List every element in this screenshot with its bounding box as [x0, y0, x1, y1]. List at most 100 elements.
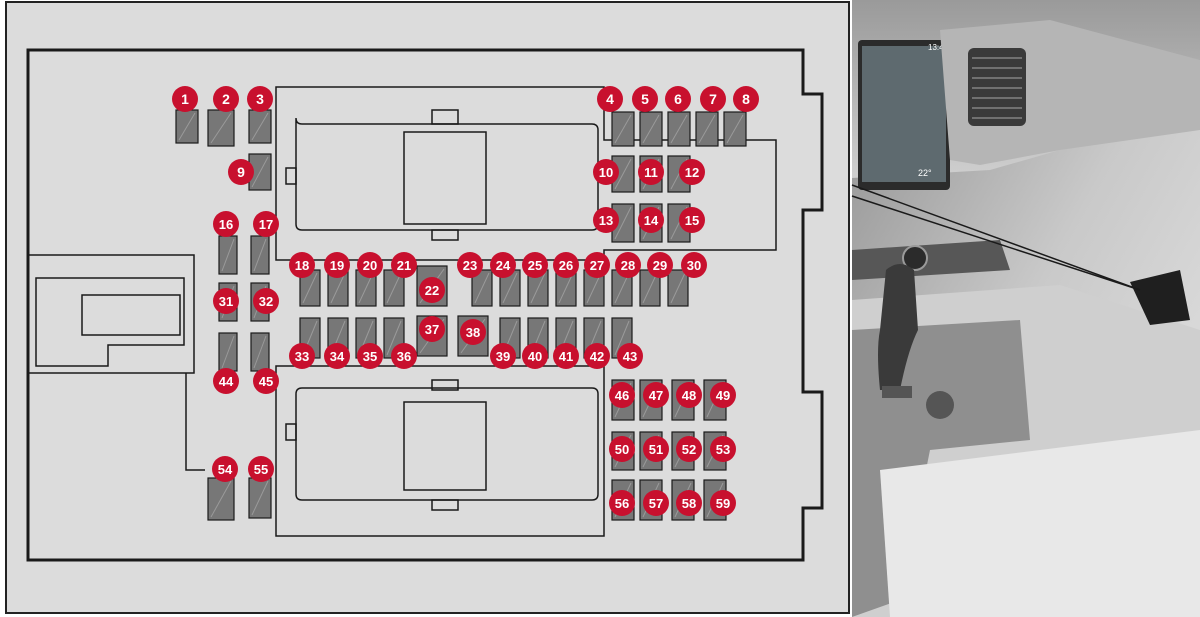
fuse-badge-circle — [593, 207, 619, 233]
fuse-badge-2: 2 — [213, 86, 239, 112]
fuse-number-label: 7 — [709, 91, 717, 107]
fuse-badge-13: 13 — [593, 207, 619, 233]
fuse-badge-circle — [522, 252, 548, 278]
gear-selector-icon — [878, 264, 954, 419]
fuse-badge-46: 46 — [609, 382, 635, 408]
fuse-badge-circle — [638, 159, 664, 185]
fuse-number-label: 41 — [559, 349, 573, 364]
fuse-badge-circle — [609, 490, 635, 516]
connector-trace — [185, 373, 205, 471]
fuse-slot-shading — [386, 272, 402, 304]
fuse-badge-5: 5 — [632, 86, 658, 112]
fuse-badge-circle — [638, 207, 664, 233]
fuse-number-label: 52 — [682, 442, 696, 457]
lower-relay-block — [275, 365, 605, 537]
fuse-slot-shading — [670, 272, 686, 304]
fuse-number-label: 37 — [425, 322, 439, 337]
callout-line-lower — [851, 195, 1141, 291]
drive-mode-knob-icon — [926, 391, 954, 419]
fuse-number-label: 6 — [674, 91, 682, 107]
fuse-badge-35: 35 — [357, 343, 383, 369]
fuse-badge-circle — [647, 252, 673, 278]
fuse-badge-14: 14 — [638, 207, 664, 233]
screen-time-text: 13:46 — [928, 43, 949, 52]
fuse-badge-circle — [172, 86, 198, 112]
fuse-number-label: 10 — [599, 165, 613, 180]
fuse-slot-shading — [614, 206, 632, 240]
fuse-number-label: 49 — [716, 388, 730, 403]
fuse-number-label: 11 — [644, 165, 658, 180]
fuse-badge-55: 55 — [248, 456, 274, 482]
fuse-badge-circle — [213, 86, 239, 112]
fuse-number-label: 33 — [295, 349, 309, 364]
fuse-badge-circle — [679, 207, 705, 233]
fuse-badge-circle — [213, 288, 239, 314]
fuse-badge-36: 36 — [391, 343, 417, 369]
climate-temp-text: 22° — [918, 168, 932, 178]
fuse-badge-circle — [710, 490, 736, 516]
fuse-number-label: 36 — [397, 349, 411, 364]
fuse-number-label: 55 — [254, 462, 268, 477]
fuse-slot-shading — [302, 272, 318, 304]
fuse-badge-26: 26 — [553, 252, 579, 278]
fuse-badge-circle — [700, 86, 726, 112]
fuse-badge-19: 19 — [324, 252, 350, 278]
fuse-badge-43: 43 — [617, 343, 643, 369]
side-connector — [27, 254, 195, 374]
fuse-badge-circle — [733, 86, 759, 112]
fuse-slot-shading — [642, 272, 658, 304]
fuse-badge-circle — [253, 288, 279, 314]
fuse-number-label: 29 — [653, 258, 667, 273]
fuse-badge-48: 48 — [676, 382, 702, 408]
fuse-number-label: 34 — [330, 349, 345, 364]
fuse-badge-49: 49 — [710, 382, 736, 408]
fuse-number-label: 40 — [528, 349, 542, 364]
fuse-number-label: 53 — [716, 442, 730, 457]
fuse-badge-circle — [632, 86, 658, 112]
fuse-number-label: 35 — [363, 349, 377, 364]
fuse-number-label: 25 — [528, 258, 542, 273]
fuse-badge-44: 44 — [213, 368, 239, 394]
fuse-number-label: 58 — [682, 496, 696, 511]
fuse-slot-shading — [251, 480, 269, 516]
fuse-badge-20: 20 — [357, 252, 383, 278]
fuse-badge-50: 50 — [609, 436, 635, 462]
fuse-badge-circle — [324, 343, 350, 369]
fuse-badge-circle — [710, 382, 736, 408]
fuse-badge-circle — [643, 382, 669, 408]
fuse-number-label: 47 — [649, 388, 663, 403]
fuse-number-label: 14 — [644, 213, 659, 228]
fuse-badge-7: 7 — [700, 86, 726, 112]
fuse-badge-circle — [228, 159, 254, 185]
fuse-badge-circle — [490, 343, 516, 369]
fuse-badge-circle — [289, 252, 315, 278]
fuse-slot-shading — [642, 114, 660, 144]
fuse-slot-shading — [253, 335, 267, 369]
fuse-badge-32: 32 — [253, 288, 279, 314]
fuse-number-label: 31 — [219, 294, 233, 309]
fuse-slot-shading — [221, 238, 235, 272]
fuse-number-label: 28 — [621, 258, 635, 273]
fuse-badge-41: 41 — [553, 343, 579, 369]
fuse-badge-circle — [609, 382, 635, 408]
fuse-badge-39: 39 — [490, 343, 516, 369]
fuse-slot-shading — [386, 320, 402, 356]
fuse-badge-12: 12 — [679, 159, 705, 185]
fuse-number-label: 20 — [363, 258, 377, 273]
fuse-badge-circle — [681, 252, 707, 278]
fuse-badge-51: 51 — [643, 436, 669, 462]
fuse-badge-30: 30 — [681, 252, 707, 278]
fuse-badge-circle — [643, 490, 669, 516]
fuse-badge-47: 47 — [643, 382, 669, 408]
fuse-number-label: 23 — [463, 258, 477, 273]
fuse-badge-circle — [391, 252, 417, 278]
fuse-number-label: 18 — [295, 258, 309, 273]
fuse-badge-6: 6 — [665, 86, 691, 112]
fuse-number-label: 48 — [682, 388, 696, 403]
armrest — [880, 430, 1200, 617]
fuse-slot-shading — [251, 112, 269, 141]
fuse-slot-shading — [178, 112, 196, 141]
fuse-number-label: 39 — [496, 349, 510, 364]
